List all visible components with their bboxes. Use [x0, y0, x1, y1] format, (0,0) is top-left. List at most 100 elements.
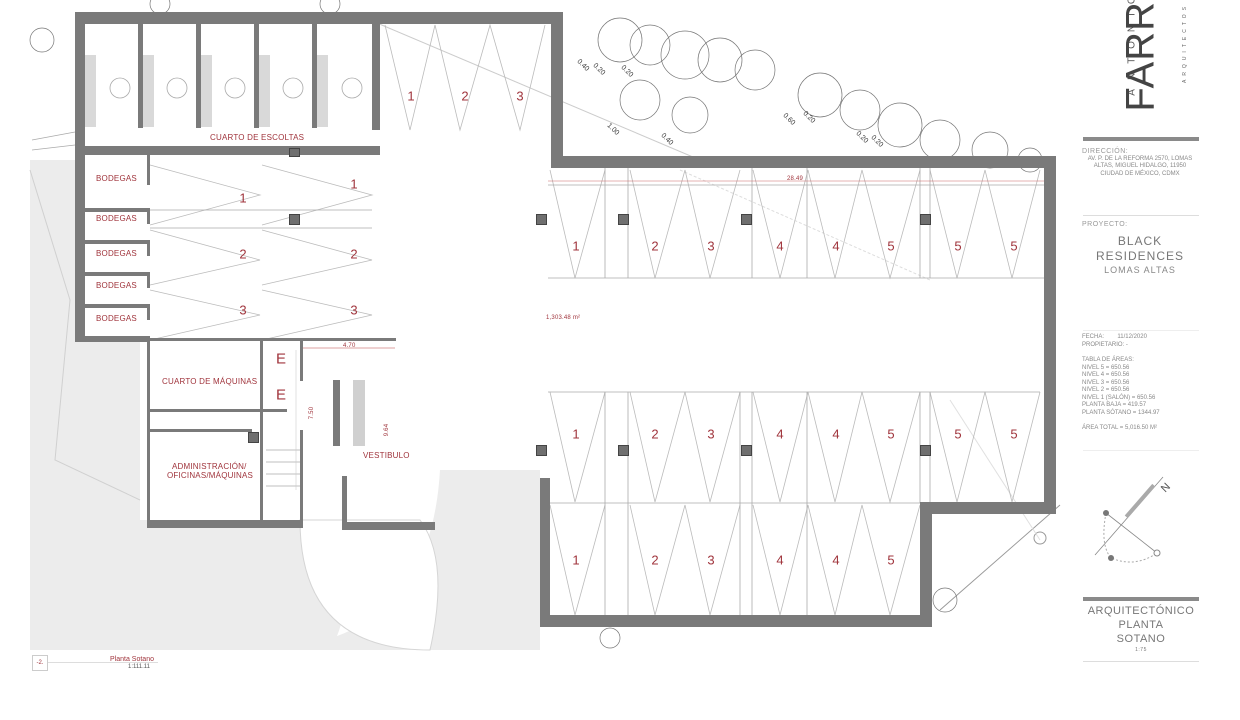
wall — [1044, 156, 1056, 514]
divider — [1083, 330, 1199, 331]
column — [289, 148, 300, 157]
project-name: RESIDENCES — [1095, 248, 1185, 263]
divider — [1083, 450, 1199, 451]
wall — [147, 429, 252, 432]
parking-number: 4 — [776, 426, 784, 442]
wall — [551, 156, 1056, 168]
room-label-escoltas: CUARTO DE ESCOLTAS — [210, 133, 305, 142]
area-row: NIVEL 5 = 650.56 — [1082, 364, 1130, 371]
wall — [920, 502, 932, 627]
sheet-title-line: PLANTA — [1118, 619, 1164, 631]
parking-number: 2 — [651, 238, 659, 254]
parking-number: 5 — [887, 426, 895, 442]
room-label-admin: ADMINISTRACIÓN/ — [172, 462, 247, 471]
fecha-label: FECHA: — [1082, 334, 1105, 340]
footer-line — [48, 662, 158, 663]
room-label-admin: OFICINAS/MÁQUINAS — [167, 471, 254, 480]
wall — [138, 22, 143, 128]
room-label-bodegas: BODEGAS — [96, 249, 137, 258]
area-label: 1,303.48 m² — [546, 315, 581, 321]
project-block: PROYECTO: BLACK RESIDENCES LOMAS ALTAS — [1082, 221, 1198, 276]
parking-number: 4 — [776, 238, 784, 254]
room-label-maquinas: CUARTO DE MÁQUINAS — [162, 377, 258, 386]
column — [289, 214, 300, 225]
wall — [80, 338, 396, 341]
wall — [300, 341, 303, 381]
firm-last-name: FARRÉ — [1118, 0, 1163, 112]
parking-number: 3 — [707, 552, 715, 568]
parking-number: 4 — [832, 426, 840, 442]
wall — [254, 22, 259, 128]
elevator-label: E — [275, 386, 287, 404]
wall — [312, 22, 317, 128]
address-line: ALTAS, MIGUEL HIDALGO, 11950 — [1093, 163, 1187, 169]
divider — [1083, 661, 1199, 662]
elevator-label: E — [275, 350, 287, 368]
column — [536, 214, 547, 225]
parking-number: 5 — [1010, 426, 1018, 442]
parking-number: 2 — [239, 246, 247, 262]
parking-number: 5 — [887, 552, 895, 568]
area-row: PLANTA SÓTANO = 1344.97 — [1082, 409, 1160, 416]
wall — [147, 212, 150, 224]
propietario: PROPIETARIO: - — [1082, 341, 1128, 348]
wall — [147, 409, 287, 412]
wall — [75, 12, 85, 342]
wall — [147, 244, 150, 256]
parking-number: 2 — [651, 552, 659, 568]
column — [618, 214, 629, 225]
sheet-title-line: SOTANO — [1116, 633, 1166, 645]
parking-number: 1 — [407, 88, 415, 104]
sheet-title-line: ARQUITECTÓNICO — [1087, 605, 1195, 617]
dimension-width: 28.49 — [787, 176, 804, 182]
parking-number: 5 — [954, 238, 962, 254]
parking-number: 3 — [707, 238, 715, 254]
parking-number: 3 — [350, 302, 358, 318]
parking-number: 1 — [572, 238, 580, 254]
wall — [922, 502, 1056, 514]
dimension-vestibule-height: 7.50 — [309, 406, 316, 420]
parking-number: 3 — [707, 426, 715, 442]
proyecto-label: PROYECTO: — [1082, 221, 1128, 228]
area-row: NIVEL 4 = 650.56 — [1082, 372, 1130, 378]
fecha-row: FECHA: 11/12/2020 — [1082, 334, 1198, 342]
areas-label: TABLA DE ÁREAS: — [1082, 357, 1134, 363]
area-row: NIVEL 1 (SALÓN) = 650.56 — [1082, 394, 1156, 401]
wall — [540, 615, 932, 627]
column — [536, 445, 547, 456]
drawing-scale: 1:111.11 — [128, 664, 151, 670]
wall — [147, 520, 303, 528]
column — [741, 214, 752, 225]
firm-logo: ANTONIO FARRÉ ARQUITECTOS — [1100, 0, 1200, 112]
wall — [75, 146, 380, 155]
direccion-label: DIRECCIÓN: — [1082, 148, 1129, 155]
room-label-bodegas: BODEGAS — [96, 281, 137, 290]
wall — [300, 430, 303, 525]
room-label-bodegas: BODEGAS — [96, 314, 137, 323]
parking-number: 2 — [461, 88, 469, 104]
parking-number: 5 — [954, 426, 962, 442]
area-total: ÁREA TOTAL = 5,016.50 M² — [1082, 425, 1157, 431]
divider — [1083, 597, 1199, 601]
parking-number: 5 — [887, 238, 895, 254]
parking-number: 4 — [832, 552, 840, 568]
column — [920, 214, 931, 225]
wall — [551, 12, 563, 168]
parking-number: 2 — [651, 426, 659, 442]
parking-number: 3 — [239, 302, 247, 318]
project-location: LOMAS ALTAS — [1104, 264, 1176, 275]
wall — [260, 340, 263, 525]
parking-number: 1 — [572, 552, 580, 568]
wall — [147, 276, 150, 288]
column — [920, 445, 931, 456]
project-name: BLACK — [1117, 233, 1163, 248]
room-label-vestibulo: VESTIBULO — [363, 451, 410, 460]
column — [248, 432, 259, 443]
wall — [196, 22, 201, 128]
divider — [1083, 215, 1199, 216]
parking-number: 3 — [516, 88, 524, 104]
parking-number: 5 — [1010, 238, 1018, 254]
address-line: CIUDAD DE MÉXICO, CDMX — [1100, 170, 1180, 177]
wall — [147, 308, 150, 320]
drawing-name: Planta Sotano — [110, 656, 154, 663]
